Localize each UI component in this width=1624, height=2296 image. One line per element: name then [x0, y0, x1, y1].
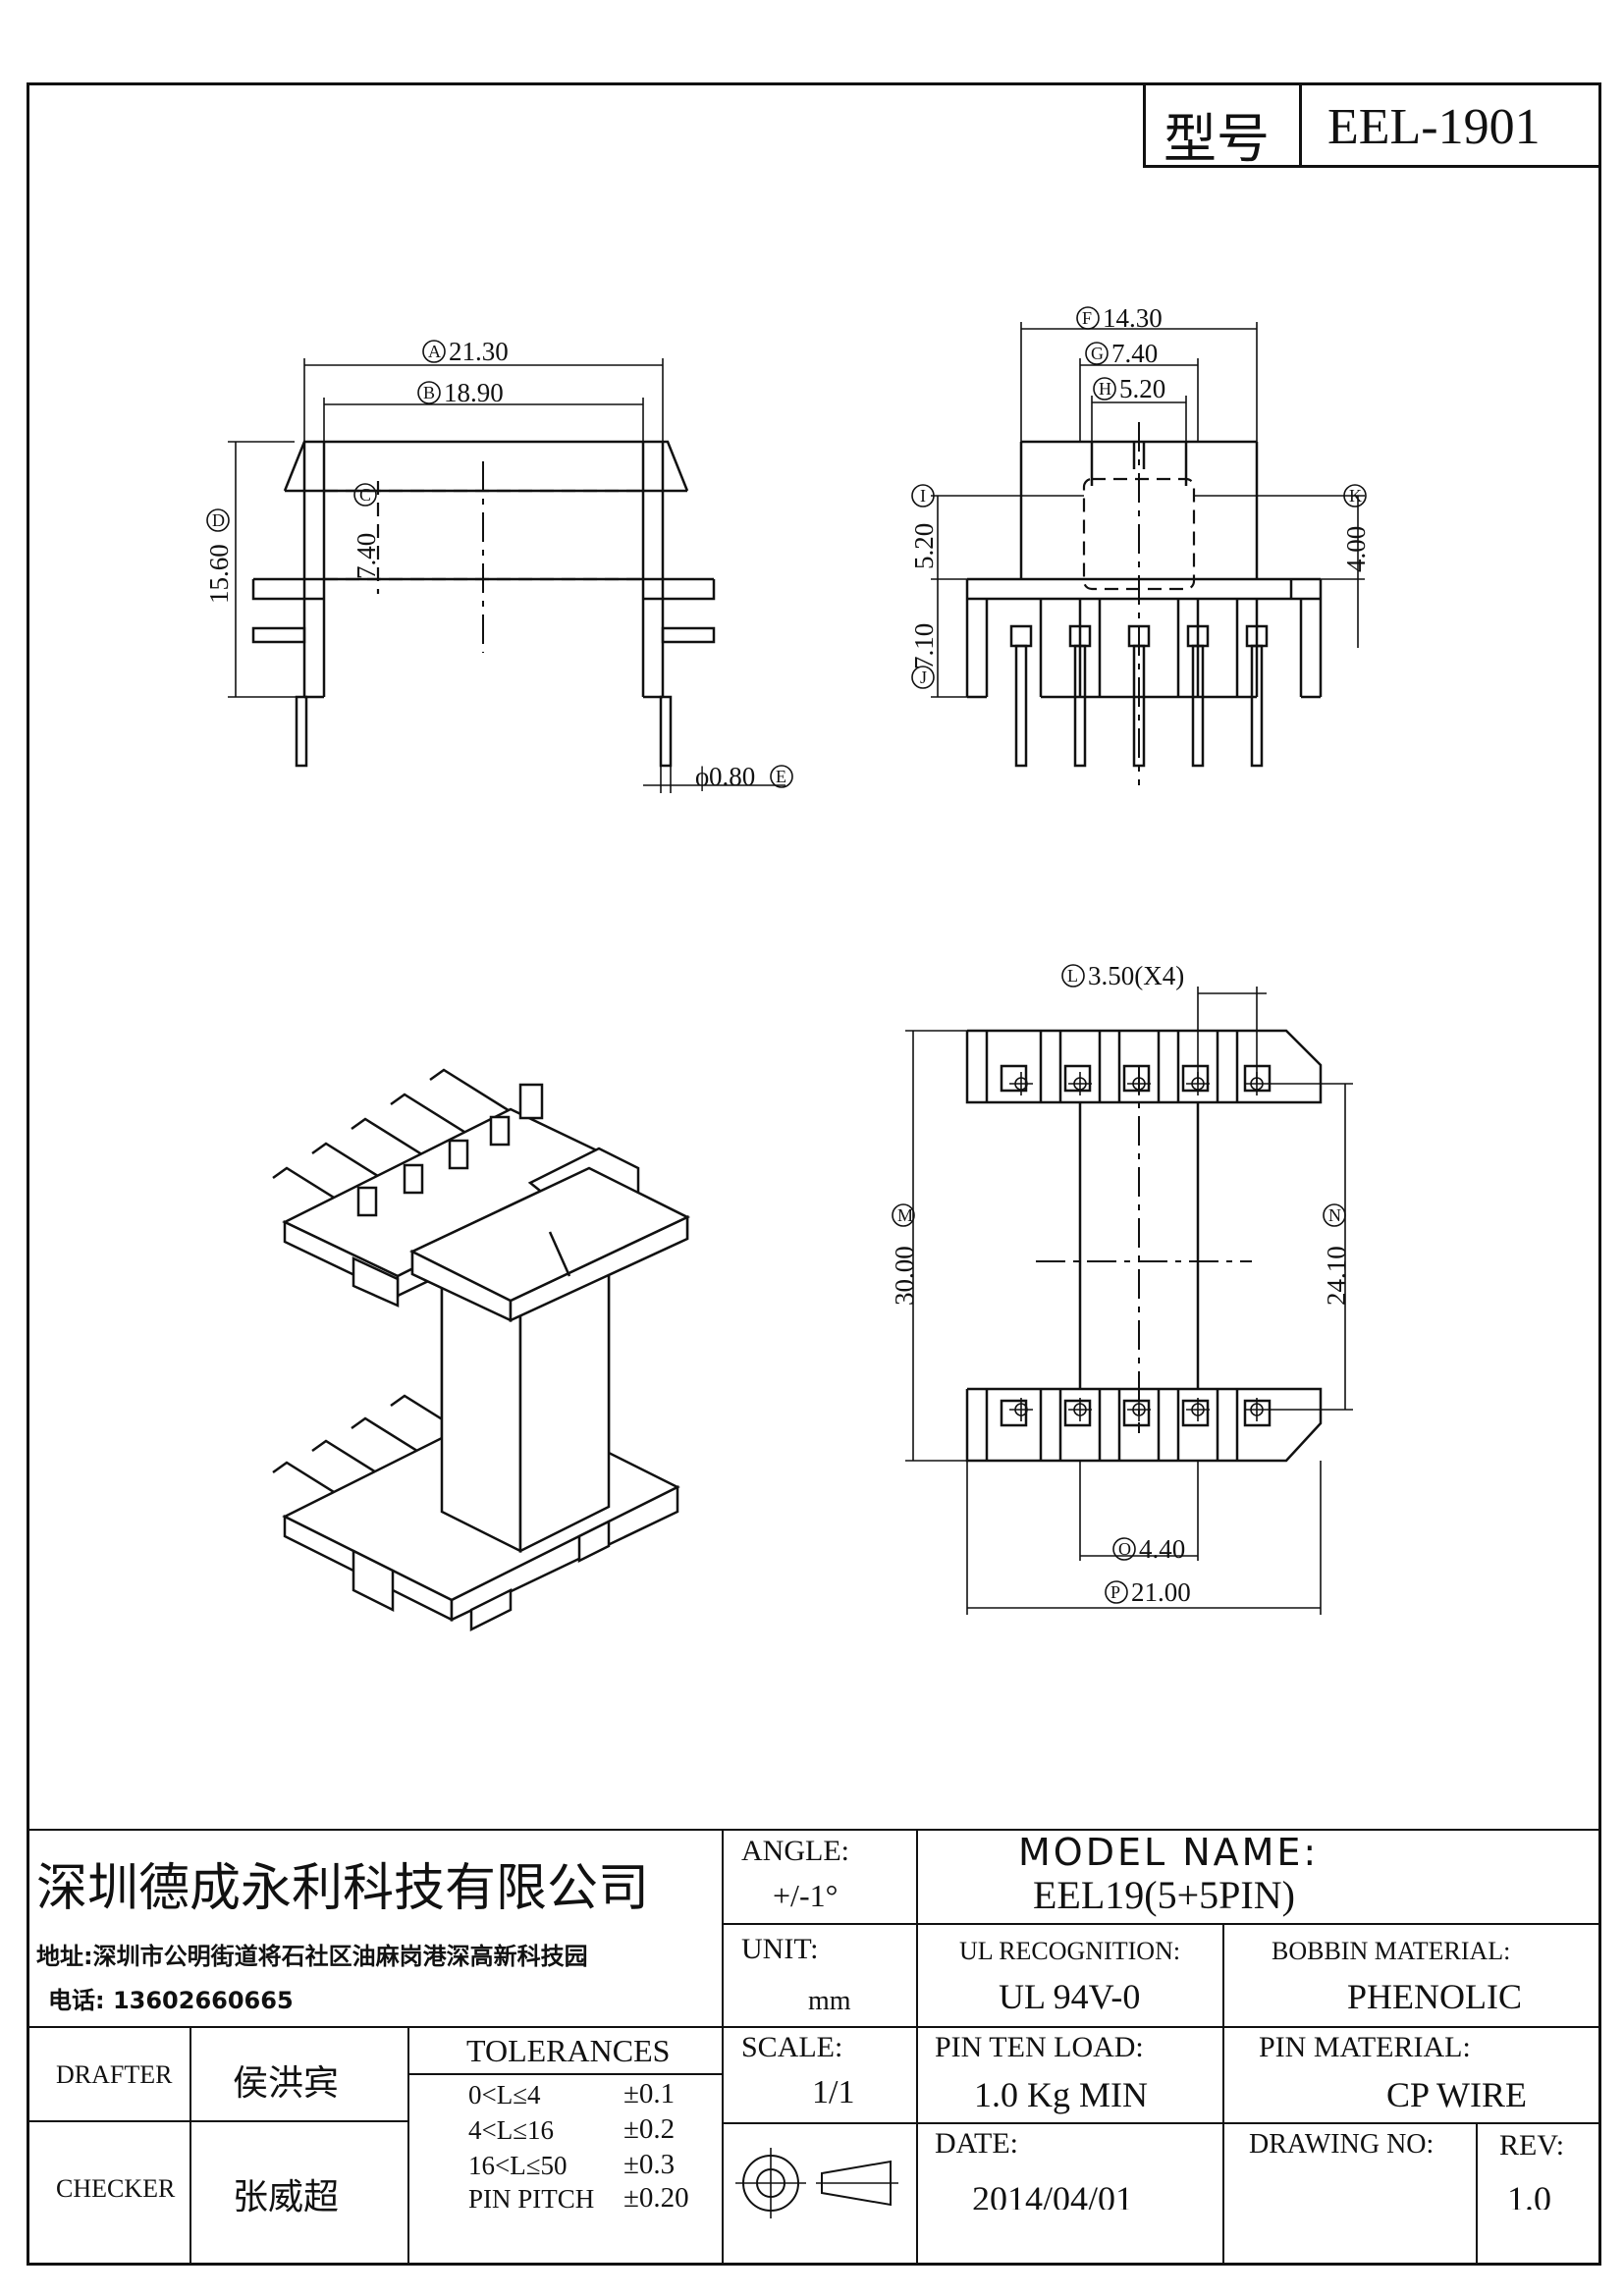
dim-d-value: 15.60 [204, 544, 234, 604]
projection-symbol-icon [735, 2148, 898, 2218]
pin-material-label: PIN MATERIAL: [1259, 2031, 1471, 2063]
company-phone: 电话: 13602660665 [48, 1987, 294, 2014]
checker-label: CHECKER [56, 2174, 176, 2203]
dim-marker-k: K [1349, 486, 1362, 506]
bottom-view [965, 1029, 1323, 1463]
bottom-view-dimensions: L 3.50(X4) M 30.00 N 24.10 O 4.40 [890, 961, 1353, 1615]
bobbin-material-label: BOBBIN MATERIAL: [1272, 1937, 1511, 1965]
dim-p-value: 21.00 [1131, 1577, 1191, 1607]
dim-marker-e: E [776, 767, 786, 786]
scale-value: 1/1 [812, 2074, 855, 2110]
pin-material-value: CP WIRE [1386, 2075, 1528, 2114]
dim-marker-l: L [1067, 966, 1078, 986]
dim-marker-h: H [1099, 379, 1111, 399]
dim-j-value: 7.10 [909, 623, 939, 669]
dim-f-value: 14.30 [1103, 303, 1163, 333]
tolerance-value-4: ±0.20 [623, 2182, 689, 2214]
dim-marker-o: O [1118, 1539, 1131, 1559]
rev-label: REV: [1499, 2129, 1565, 2162]
tolerance-value-1: ±0.1 [623, 2078, 676, 2109]
angle-label: ANGLE: [741, 1835, 849, 1867]
tolerance-range-1: 0<L≤4 [468, 2080, 541, 2109]
dim-marker-m: M [897, 1205, 913, 1225]
model-header-divider [1299, 82, 1302, 168]
dim-marker-a: A [428, 342, 441, 361]
dim-marker-j: J [920, 667, 927, 687]
dim-g-value: 7.40 [1111, 339, 1158, 368]
model-number: EEL-1901 [1327, 99, 1541, 155]
bobbin-material-value: PHENOLIC [1347, 1977, 1522, 2016]
dim-e-prefix: ϕ [695, 762, 709, 791]
ul-value: UL 94V-0 [999, 1977, 1141, 2016]
dim-m-value: 30.00 [890, 1246, 919, 1306]
dim-k-value: 4.00 [1341, 526, 1371, 572]
technical-drawing: .ln { stroke:#111; stroke-width:2.5; fil… [204, 303, 1371, 1632]
drafter-name: 侯洪宾 [233, 2063, 340, 2104]
date-label: DATE: [935, 2127, 1018, 2160]
title-block: 深圳德成永利科技有限公司 地址:深圳市公明街道将石社区油麻岗港深高新科技园 电话… [27, 1829, 1601, 2266]
unit-value: mm [808, 1986, 851, 2016]
rev-clip: 1.0 [1478, 2172, 1599, 2210]
front-view-dimensions: A 21.30 B 18.90 C 7.40 D 15.60 ϕ 0 [204, 337, 793, 793]
dim-i-value: 5.20 [909, 523, 939, 569]
dim-c-value: 7.40 [352, 533, 381, 579]
dim-marker-d: D [212, 510, 225, 530]
company-name: 深圳德成永利科技有限公司 [36, 1859, 650, 1918]
dim-marker-p: P [1110, 1582, 1120, 1602]
tolerances-header: TOLERANCES [466, 2033, 671, 2068]
dim-marker-i: I [920, 486, 926, 506]
side-view [965, 422, 1323, 785]
date-clip: 2014/04/01 [918, 2172, 1222, 2210]
model-header-box [1143, 82, 1601, 168]
model-name-label: MODEL NAME: [1018, 1831, 1320, 1874]
tolerance-range-2: 4<L≤16 [468, 2115, 555, 2145]
front-view [251, 440, 716, 768]
angle-value: +/-1° [773, 1878, 839, 1913]
scale-label: SCALE: [741, 2031, 843, 2063]
tolerance-range-4: PIN PITCH [468, 2184, 595, 2214]
dim-marker-c: C [359, 485, 371, 505]
dim-n-value: 24.10 [1322, 1246, 1351, 1306]
tolerance-value-3: ±0.3 [623, 2149, 676, 2180]
dim-o-value: 4.40 [1139, 1534, 1185, 1564]
isometric-view [272, 1068, 690, 1632]
tolerance-value-2: ±0.2 [623, 2113, 676, 2145]
side-view-dimensions: F 14.30 G 7.40 H 5.20 I 5.20 [909, 303, 1371, 698]
dim-b-value: 18.90 [444, 378, 504, 407]
company-address: 地址:深圳市公明街道将石社区油麻岗港深高新科技园 [36, 1943, 588, 1970]
dim-marker-n: N [1328, 1205, 1341, 1225]
rev-cell [1476, 2122, 1601, 2266]
dim-a-value: 21.30 [449, 337, 509, 366]
dim-marker-g: G [1091, 344, 1104, 363]
model-name-value: EEL19(5+5PIN) [1033, 1873, 1295, 1917]
pin-ten-label: PIN TEN LOAD: [935, 2031, 1144, 2063]
model-cn-label: 型号 [1164, 108, 1270, 170]
pin-ten-value: 1.0 Kg MIN [974, 2075, 1148, 2114]
date-value: 2014/04/01 [972, 2179, 1134, 2210]
drawing-no-label: DRAWING NO: [1249, 2129, 1435, 2160]
ul-label: UL RECOGNITION: [959, 1937, 1181, 1965]
dim-marker-f: F [1082, 308, 1092, 328]
drafter-label: DRAFTER [56, 2060, 173, 2089]
tolerances-list: 0<L≤4 ±0.1 4<L≤16 ±0.2 16<L≤50 ±0.3 PIN … [409, 2076, 722, 2263]
dim-l-value: 3.50(X4) [1088, 961, 1184, 990]
tolerance-range-3: 16<L≤50 [468, 2151, 568, 2180]
dim-marker-b: B [423, 383, 435, 402]
dim-h-value: 5.20 [1119, 374, 1165, 403]
checker-name: 张威超 [233, 2177, 340, 2217]
rev-value: 1.0 [1507, 2179, 1551, 2210]
dim-e-value: 0.80 [709, 762, 755, 791]
unit-label: UNIT: [741, 1933, 819, 1965]
